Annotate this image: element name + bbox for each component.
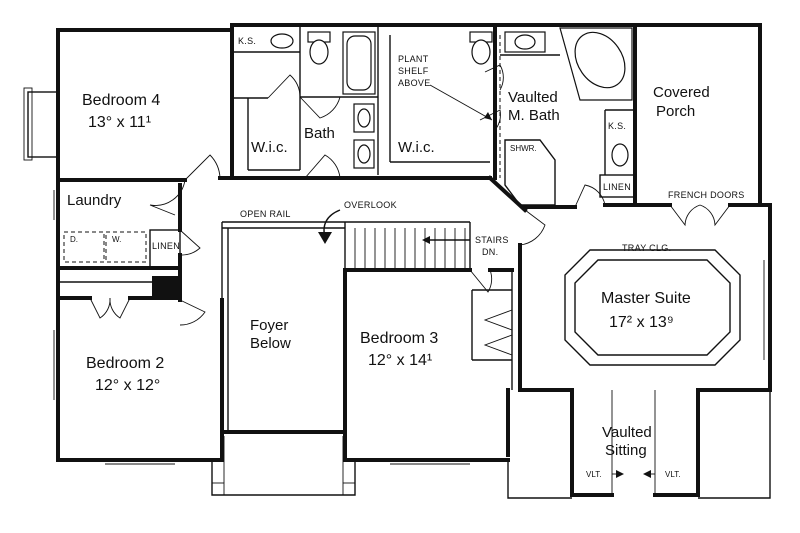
- dryer-label: D.: [70, 235, 78, 244]
- bedroom-4-label: Bedroom 4: [82, 92, 160, 109]
- plant-shelf-label-1: PLANT: [398, 54, 429, 64]
- french-doors-label: FRENCH DOORS: [668, 190, 745, 200]
- covered-porch-label-1: Covered: [653, 84, 710, 101]
- vaulted-bath-label-2: M. Bath: [508, 107, 560, 124]
- fixtures: [63, 27, 633, 263]
- laundry-label: Laundry: [67, 192, 122, 209]
- master-suite-label: Master Suite: [601, 290, 691, 307]
- shower-label: SHWR.: [510, 144, 537, 153]
- wic-2-label: W.i.c.: [398, 139, 435, 156]
- linen-master-label: LINEN: [603, 182, 631, 192]
- bedroom-3-label: Bedroom 3: [360, 330, 438, 347]
- ks-label-2: K.S.: [608, 121, 626, 131]
- bedroom-2-label: Bedroom 2: [86, 355, 164, 372]
- bedroom-2-dims: 12° x 12°: [95, 377, 160, 394]
- stairs-label-2: DN.: [482, 247, 498, 257]
- foyer-label-1: Foyer: [250, 317, 288, 334]
- bath-label: Bath: [304, 125, 335, 142]
- foyer-label-2: Below: [250, 335, 291, 352]
- vlt-left-label: VLT.: [586, 470, 601, 479]
- vaulted-sitting-label-1: Vaulted: [602, 424, 652, 441]
- vaulted-sitting-label-2: Sitting: [605, 442, 647, 459]
- wic-1-label: W.i.c.: [251, 139, 288, 156]
- vlt-right-label: VLT.: [665, 470, 680, 479]
- tray-ceiling: [564, 249, 741, 366]
- stairs-label-1: STAIRS: [475, 235, 509, 245]
- front-entry: [211, 436, 356, 496]
- overlook-label: OVERLOOK: [344, 200, 397, 210]
- linen-hall-label: LINEN: [152, 241, 180, 251]
- plant-shelf-label-3: ABOVE: [398, 78, 431, 88]
- windows: [53, 190, 765, 465]
- vaulted-bath-label-1: Vaulted: [508, 89, 558, 106]
- ks-label-1: K.S.: [238, 36, 256, 46]
- interior-walls: [56, 23, 772, 462]
- bedroom-3-dims: 12° x 14¹: [368, 352, 432, 369]
- chimney: [27, 91, 59, 158]
- rear-bay: [507, 460, 572, 499]
- open-rail-label: OPEN RAIL: [240, 209, 291, 219]
- vlt-arrows: [612, 470, 655, 478]
- room-labels: Bedroom 4 13° x 11¹ K.S. W.i.c. Bath W.i…: [67, 36, 745, 479]
- master-suite-dims: 17² x 13⁹: [609, 314, 674, 331]
- plant-shelf-label-2: SHELF: [398, 66, 429, 76]
- door-swings: [89, 64, 731, 356]
- stair-treads: [354, 228, 470, 268]
- bedroom-4-dims: 13° x 11¹: [88, 114, 151, 131]
- washer-label: W.: [112, 235, 121, 244]
- tray-ceiling-label: TRAY CLG.: [622, 243, 671, 253]
- covered-porch-label-2: Porch: [656, 103, 695, 120]
